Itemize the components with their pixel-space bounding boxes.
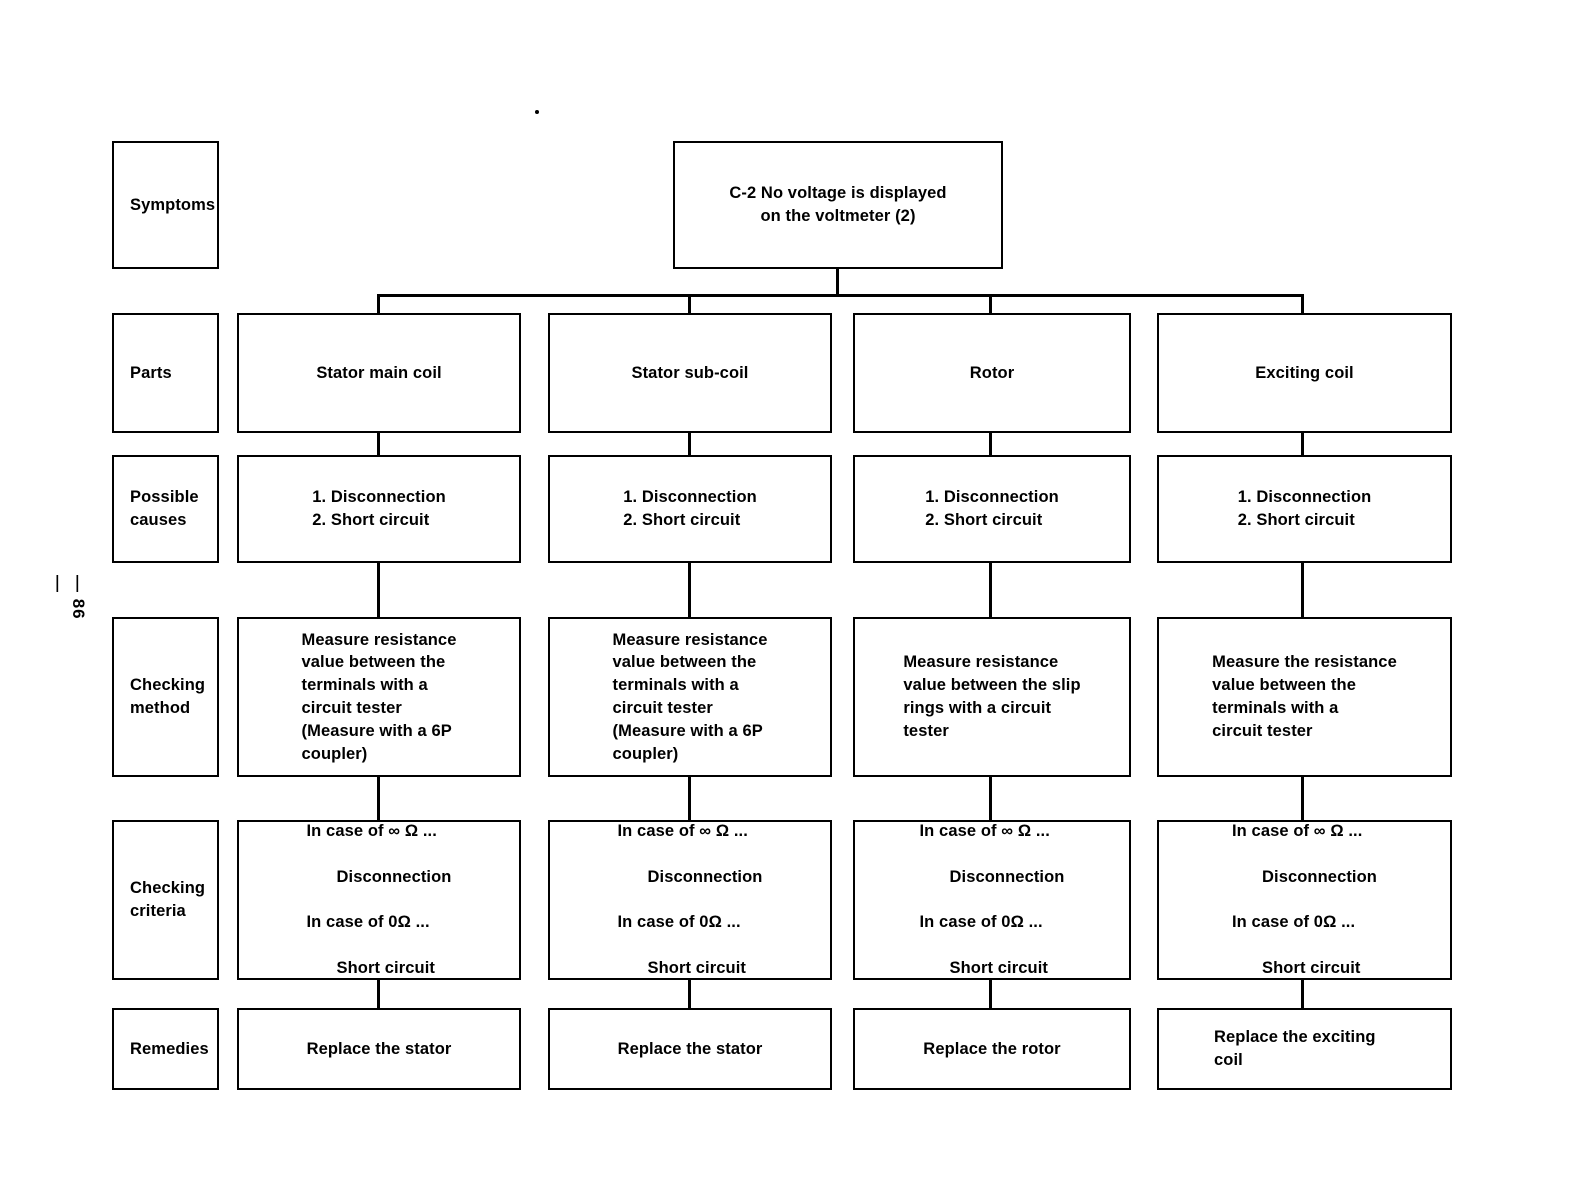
criteria-line-4a: In case of ∞ Ω ... (1232, 822, 1363, 841)
connector-bus-drop-2 (688, 294, 691, 316)
checking-criteria-text-2: In case of ∞ Ω ... Disconnection In case… (606, 798, 775, 1003)
part-label-1: Stator main coil (316, 363, 442, 382)
checking-method-text-2: Measure resistance value between the ter… (612, 630, 768, 763)
connector-col2-parts-to-causes (688, 433, 691, 455)
remedy-box-3: Replace the rotor (853, 1008, 1131, 1090)
checking-method-box-3: Measure resistance value between the sli… (853, 617, 1131, 777)
part-label-3: Rotor (969, 363, 1015, 382)
criteria-line-1d: Short circuit (336, 958, 435, 977)
part-box-3: Rotor (853, 313, 1131, 433)
symptom-text: C-2 No voltage is displayed on the voltm… (729, 184, 947, 225)
connector-bus-drop-4 (1301, 294, 1304, 316)
connector-bus-drop-3 (989, 294, 992, 316)
checking-criteria-text-3: In case of ∞ Ω ... Disconnection In case… (908, 798, 1077, 1003)
scan-speck (535, 110, 539, 114)
criteria-line-3a: In case of ∞ Ω ... (919, 822, 1050, 841)
checking-criteria-box-1: In case of ∞ Ω ... Disconnection In case… (237, 820, 521, 980)
row-label-symptoms: Symptoms (112, 141, 219, 269)
possible-causes-text-3: 1. Disconnection 2. Short circuit (925, 488, 1059, 529)
connector-col3-criteria-to-remedy (989, 980, 992, 1008)
checking-method-text-3: Measure resistance value between the sli… (903, 653, 1081, 740)
row-label-parts-text: Parts (130, 363, 172, 382)
criteria-line-2a: In case of ∞ Ω ... (617, 822, 748, 841)
part-label-2: Stator sub-coil (631, 363, 749, 382)
possible-causes-text-4: 1. Disconnection 2. Short circuit (1237, 488, 1372, 529)
criteria-line-1c: In case of 0Ω ... (306, 913, 430, 932)
criteria-line-2d: Short circuit (647, 958, 746, 977)
criteria-line-3c: In case of 0Ω ... (919, 913, 1043, 932)
connector-col2-method-to-criteria (688, 777, 691, 820)
criteria-line-2c: In case of 0Ω ... (617, 913, 741, 932)
remedy-text-1: Replace the stator (306, 1039, 452, 1058)
symptom-box: C-2 No voltage is displayed on the voltm… (673, 141, 1003, 269)
criteria-line-4c: In case of 0Ω ... (1232, 913, 1356, 932)
possible-causes-box-4: 1. Disconnection 2. Short circuit (1157, 455, 1452, 563)
connector-col2-criteria-to-remedy (688, 980, 691, 1008)
checking-method-box-4: Measure the resistance value between the… (1157, 617, 1452, 777)
row-label-possible-causes-text: Possible causes (130, 488, 199, 529)
possible-causes-box-3: 1. Disconnection 2. Short circuit (853, 455, 1131, 563)
connector-col4-parts-to-causes (1301, 433, 1304, 455)
connector-col1-parts-to-causes (377, 433, 380, 455)
checking-method-text-1: Measure resistance value between the ter… (301, 630, 457, 763)
criteria-line-1a: In case of ∞ Ω ... (306, 822, 437, 841)
remedy-box-4: Replace the exciting coil (1157, 1008, 1452, 1090)
connector-col1-causes-to-method (377, 563, 380, 617)
criteria-line-3b: Disconnection (949, 867, 1065, 886)
possible-causes-box-2: 1. Disconnection 2. Short circuit (548, 455, 832, 563)
connector-col3-method-to-criteria (989, 777, 992, 820)
possible-causes-text-1: 1. Disconnection 2. Short circuit (312, 488, 446, 529)
connector-col3-causes-to-method (989, 563, 992, 617)
part-box-2: Stator sub-coil (548, 313, 832, 433)
connector-col2-causes-to-method (688, 563, 691, 617)
possible-causes-box-1: 1. Disconnection 2. Short circuit (237, 455, 521, 563)
checking-method-box-1: Measure resistance value between the ter… (237, 617, 521, 777)
part-box-4: Exciting coil (1157, 313, 1452, 433)
remedy-box-1: Replace the stator (237, 1008, 521, 1090)
part-label-4: Exciting coil (1255, 363, 1354, 382)
remedy-text-3: Replace the rotor (923, 1039, 1061, 1058)
row-label-checking-method: Checking method (112, 617, 219, 777)
row-label-checking-criteria-text: Checking criteria (130, 879, 206, 920)
row-label-remedies-text: Remedies (130, 1039, 209, 1058)
criteria-line-1b: Disconnection (336, 867, 452, 886)
criteria-line-4b: Disconnection (1262, 867, 1377, 886)
possible-causes-text-2: 1. Disconnection 2. Short circuit (623, 488, 757, 529)
remedy-box-2: Replace the stator (548, 1008, 832, 1090)
criteria-line-2b: Disconnection (647, 867, 763, 886)
checking-criteria-text-1: In case of ∞ Ω ... Disconnection In case… (295, 798, 464, 1003)
row-label-remedies: Remedies (112, 1008, 219, 1090)
checking-method-box-2: Measure resistance value between the ter… (548, 617, 832, 777)
checking-method-text-4: Measure the resistance value between the… (1212, 653, 1397, 740)
row-label-checking-method-text: Checking method (130, 676, 206, 717)
checking-criteria-box-2: In case of ∞ Ω ... Disconnection In case… (548, 820, 832, 980)
connector-col4-method-to-criteria (1301, 777, 1304, 820)
connector-col1-method-to-criteria (377, 777, 380, 820)
connector-col4-criteria-to-remedy (1301, 980, 1304, 1008)
remedy-text-2: Replace the stator (617, 1039, 763, 1058)
row-label-symptoms-text: Symptoms (130, 195, 216, 214)
row-label-checking-criteria: Checking criteria (112, 820, 219, 980)
row-label-possible-causes: Possible causes (112, 455, 219, 563)
part-box-1: Stator main coil (237, 313, 521, 433)
row-label-parts: Parts (112, 313, 219, 433)
connector-bus (379, 294, 1303, 297)
checking-criteria-text-4: In case of ∞ Ω ... Disconnection In case… (1220, 798, 1389, 1003)
criteria-line-4d: Short circuit (1262, 958, 1361, 977)
connector-col3-parts-to-causes (989, 433, 992, 455)
page-number: — 86 — (49, 575, 88, 620)
connector-symptom-down (836, 269, 839, 296)
connector-bus-drop-1 (377, 294, 380, 316)
connector-col1-criteria-to-remedy (377, 980, 380, 1008)
remedy-text-4: Replace the exciting coil (1214, 1028, 1376, 1069)
criteria-line-3d: Short circuit (949, 958, 1048, 977)
checking-criteria-box-3: In case of ∞ Ω ... Disconnection In case… (853, 820, 1131, 980)
connector-col4-causes-to-method (1301, 563, 1304, 617)
checking-criteria-box-4: In case of ∞ Ω ... Disconnection In case… (1157, 820, 1452, 980)
